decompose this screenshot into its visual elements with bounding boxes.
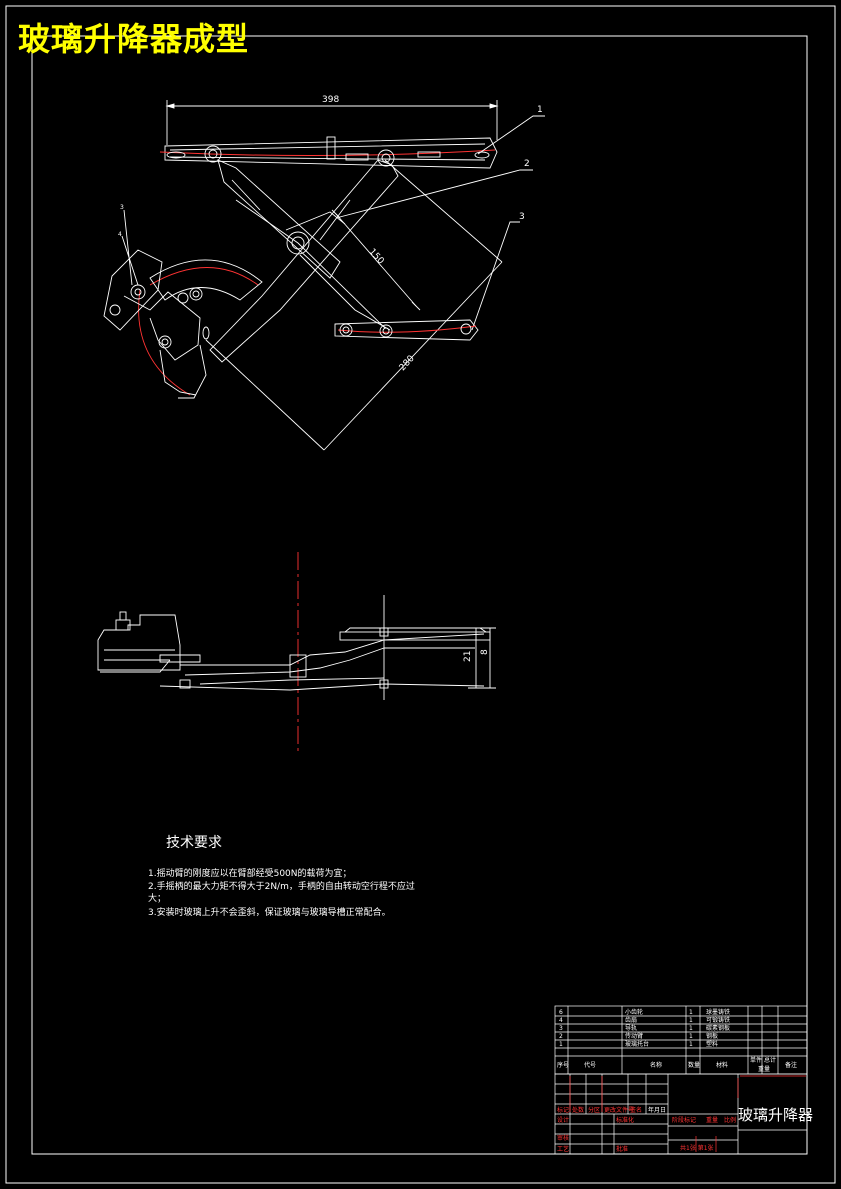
bom-row-5-no: 1 bbox=[559, 1041, 563, 1048]
bom-header-unit-weight: 单件 bbox=[750, 1056, 762, 1064]
drawing-title: 玻璃升降器成型 bbox=[18, 20, 250, 58]
front-view bbox=[103, 100, 545, 451]
balloon-2: 2 bbox=[524, 159, 530, 169]
outer-border bbox=[5, 5, 836, 1184]
tb-standardize: 标准化 bbox=[616, 1116, 634, 1124]
bom-header-no: 序号 bbox=[557, 1061, 569, 1069]
balloon-1: 1 bbox=[537, 105, 543, 115]
tb-date: 年月日 bbox=[648, 1106, 666, 1114]
bom-row-1-name: 小齿轮 bbox=[625, 1008, 643, 1016]
bom-row-3-no: 3 bbox=[559, 1025, 563, 1032]
tb-mark: 标记 bbox=[557, 1106, 569, 1114]
bom-row-2-name: 齿扇 bbox=[625, 1016, 637, 1024]
bom-row-5-qty: 1 bbox=[689, 1041, 693, 1048]
dim-8: 8 bbox=[480, 649, 490, 655]
tb-approve: 批准 bbox=[616, 1145, 628, 1153]
tech-requirement-1: 1.摇动臂的刚度应以在臂部经受500N的载荷为宜； bbox=[148, 869, 352, 879]
tb-zone: 分区 bbox=[588, 1106, 600, 1114]
dim-398: 398 bbox=[322, 95, 339, 105]
bom-header-weight: 重量 bbox=[758, 1065, 770, 1073]
bom-header-total-weight: 总计 bbox=[764, 1056, 776, 1064]
bom-row-4-material: 钢板 bbox=[706, 1032, 718, 1040]
bom-header-material: 材料 bbox=[716, 1061, 728, 1069]
tb-process: 工艺 bbox=[557, 1145, 569, 1153]
bom-row-5-name: 玻璃托台 bbox=[625, 1040, 649, 1048]
bom-row-3-name: 导轨 bbox=[625, 1024, 637, 1032]
bom-header-name: 名称 bbox=[650, 1061, 662, 1069]
balloon-4: 4 bbox=[118, 231, 122, 238]
bom-row-4-no: 2 bbox=[559, 1033, 563, 1040]
bom-row-5-material: 塑料 bbox=[706, 1040, 718, 1048]
tb-change-no: 更改文件号 bbox=[604, 1106, 634, 1114]
dim-21: 21 bbox=[463, 651, 473, 662]
bom-header-remark: 备注 bbox=[785, 1061, 797, 1069]
dim-150: 150 bbox=[367, 247, 386, 267]
bom-row-1-no: 6 bbox=[559, 1009, 563, 1016]
tb-sheet: 共1张 第1张 bbox=[680, 1144, 714, 1152]
tb-design: 设计 bbox=[557, 1116, 569, 1124]
tech-requirement-3: 3.安装时玻璃上升不会歪斜，保证玻璃与玻璃导槽正常配合。 bbox=[148, 908, 391, 918]
bom-row-2-qty: 1 bbox=[689, 1017, 693, 1024]
tech-requirement-2: 2.手摇柄的最大力矩不得大于2N/m，手柄的自由转动空行程不应过大； bbox=[148, 882, 415, 904]
bom-row-1-material: 球墨铸铁 bbox=[706, 1008, 730, 1016]
dim-280: 280 bbox=[398, 354, 417, 374]
title-block-labels: 标记 处数 分区 更改文件号 签名 年月日 设计 标准化 阶段标记 重量 比例 … bbox=[557, 1106, 736, 1153]
bom-row-1-qty: 1 bbox=[689, 1009, 693, 1016]
bom-row-3-material: 碳素钢板 bbox=[706, 1024, 730, 1032]
bom-row-2-material: 可锻铸铁 bbox=[706, 1016, 730, 1024]
balloon-3: 3 bbox=[519, 212, 525, 222]
bom-row-2-no: 4 bbox=[559, 1017, 563, 1024]
balloon-3b: 3 bbox=[120, 204, 124, 211]
bom-header-qty: 数量 bbox=[688, 1061, 700, 1069]
tech-requirements-title: 技术要求 bbox=[166, 835, 222, 851]
tb-check: 审核 bbox=[557, 1134, 569, 1142]
bom-row-4-qty: 1 bbox=[689, 1033, 693, 1040]
bom-table bbox=[554, 1005, 808, 1075]
bom-row-4-name: 传动臂 bbox=[625, 1032, 643, 1040]
side-dimension-labels: 21 8 bbox=[463, 649, 490, 662]
inner-border bbox=[31, 35, 808, 1155]
tb-count: 处数 bbox=[572, 1106, 584, 1114]
title-block-red-lines bbox=[569, 1075, 806, 1152]
tb-stage-mark: 阶段标记 bbox=[672, 1116, 696, 1124]
bom-rows: 6 小齿轮 1 球墨铸铁 4 齿扇 1 可锻铸铁 3 导轨 1 碳素钢板 2 传… bbox=[557, 1008, 797, 1073]
bom-row-3-qty: 1 bbox=[689, 1025, 693, 1032]
product-name: 玻璃升降器 bbox=[738, 1106, 814, 1124]
side-view bbox=[97, 552, 496, 752]
tb-weight: 重量 bbox=[706, 1116, 718, 1124]
tb-scale: 比例 bbox=[724, 1116, 736, 1124]
bom-header-code: 代号 bbox=[584, 1061, 596, 1069]
tb-sign: 签名 bbox=[630, 1106, 642, 1114]
